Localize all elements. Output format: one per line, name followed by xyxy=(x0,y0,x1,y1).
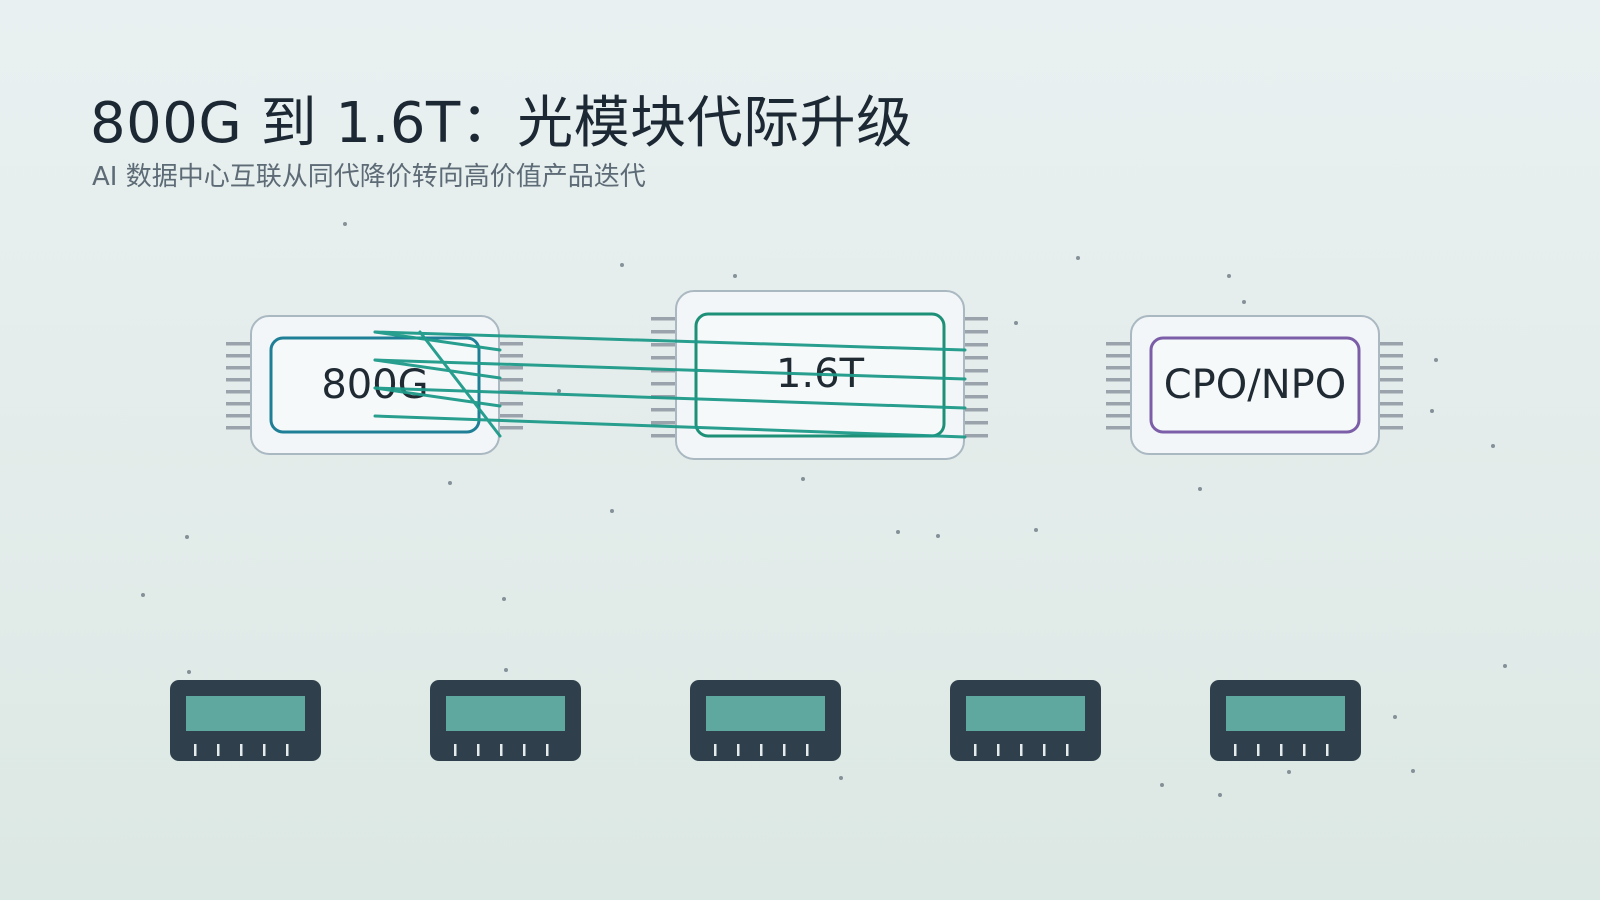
transceiver-ports xyxy=(170,680,1361,761)
module-800g: 800G xyxy=(226,315,523,455)
transceiver-port xyxy=(430,680,581,761)
fiber-link xyxy=(373,330,967,352)
module-1-6t-pins xyxy=(651,317,988,438)
fiber-link xyxy=(373,358,502,380)
fiber-links xyxy=(373,330,967,439)
fiber-link xyxy=(373,330,502,352)
module-cpo-npo-pins xyxy=(1106,342,1403,430)
fiber-link xyxy=(373,386,967,410)
transceiver-port xyxy=(1210,680,1361,761)
module-800g-label: 800G xyxy=(321,362,428,408)
transceiver-port xyxy=(950,680,1101,761)
fiber-link xyxy=(373,386,502,408)
transceiver-port xyxy=(170,680,321,761)
page-title: 800G 到 1.6T：光模块代际升级 xyxy=(90,91,913,156)
fiber-link xyxy=(418,330,502,438)
page-subtitle: AI 数据中心互联从同代降价转向高价值产品迭代 xyxy=(92,162,646,192)
fiber-link xyxy=(373,358,967,381)
module-cpo-npo-label: CPO/NPO xyxy=(1164,362,1347,408)
module-cpo-npo-die xyxy=(1149,336,1361,434)
module-cpo-npo: CPO/NPO xyxy=(1106,315,1403,455)
fiber-link xyxy=(373,414,967,439)
transceiver-port xyxy=(690,680,841,761)
